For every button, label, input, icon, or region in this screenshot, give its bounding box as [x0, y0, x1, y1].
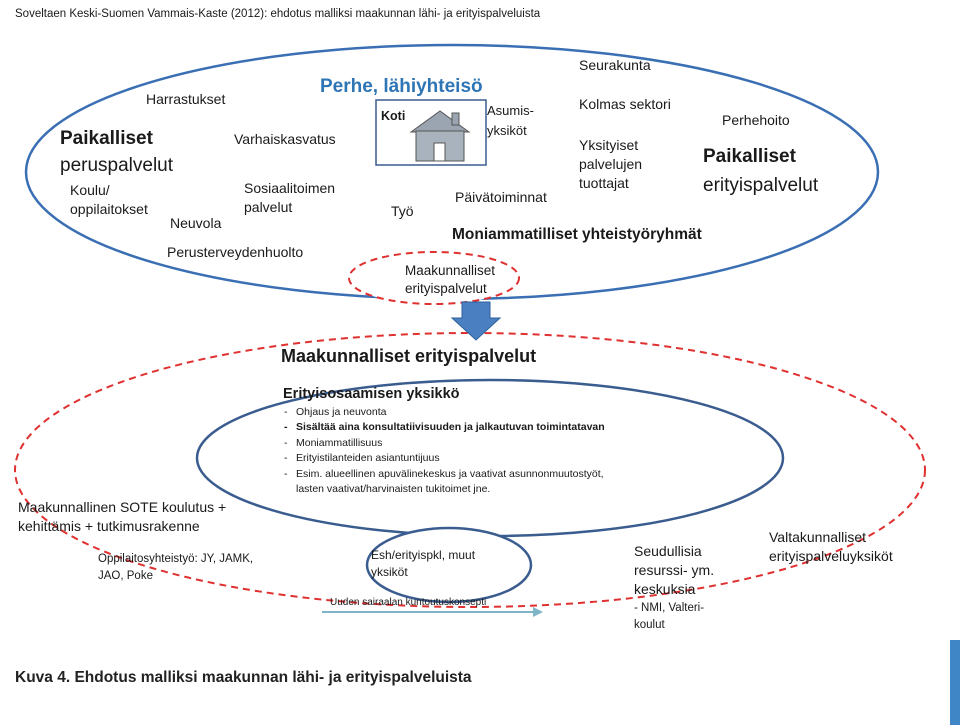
paivatoiminnat-label: Päivätoiminnat — [455, 189, 547, 205]
sote-label-1: Maakunnallinen SOTE koulutus + — [18, 499, 227, 515]
private-providers-label-2: palvelujen — [579, 156, 643, 172]
home-box — [375, 99, 487, 166]
list-item: -Ohjaus ja neuvonta — [284, 406, 387, 418]
list-item-continuation: lasten vaativat/harvinaisten tukitoimet … — [296, 483, 491, 496]
expertise-unit-list: -Ohjaus ja neuvonta -Sisältää aina konsu… — [284, 405, 605, 497]
esh-ellipse — [365, 526, 533, 604]
tyo-label: Työ — [391, 203, 414, 219]
social-services-label-2: palvelut — [244, 199, 293, 215]
school-cooperation-label-2: JAO, Poke — [98, 570, 153, 582]
private-providers-label-1: Yksityiset — [579, 137, 639, 153]
neuvola-label: Neuvola — [170, 215, 222, 231]
provincial-services-ellipse — [14, 332, 926, 608]
expertise-unit-title: Erityisosaamisen yksikkö — [283, 386, 460, 402]
edge-bar — [950, 640, 960, 725]
house-icon — [409, 110, 471, 162]
koulu-label: Koulu/ — [70, 182, 110, 198]
national-units-label-2: erityispalveluyksiköt — [769, 548, 893, 564]
national-units-label-1: Valtakunnalliset — [769, 529, 867, 545]
kolmas-sektori-label: Kolmas sektori — [579, 96, 671, 112]
harrastukset-label: Harrastukset — [146, 91, 226, 107]
home-label: Koti — [381, 109, 406, 123]
basic-services-label: peruspalvelut — [60, 155, 174, 176]
list-item: -Moniammatillisuus — [284, 436, 383, 449]
regional-centres-label-2: resurssi- ym. — [634, 562, 715, 578]
regional-centres-label-1: Seudullisia — [634, 543, 702, 559]
multiprofessional-groups-label: Moniammatilliset yhteistyöryhmät — [452, 226, 702, 243]
provincial-small-label-1: Maakunnalliset — [405, 263, 496, 278]
oppilaitokset-label: oppilaitokset — [70, 201, 148, 217]
perusterveydenhuolto-label: Perusterveydenhuolto — [167, 244, 304, 260]
varhaiskasvatus-label: Varhaiskasvatus — [234, 131, 336, 147]
esh-label-1: Esh/erityispkl, muut — [371, 548, 476, 562]
list-item: -Esim. alueellinen apuvälinekeskus ja va… — [284, 467, 604, 480]
local-right-title: Paikalliset — [703, 146, 796, 167]
down-arrow-icon — [450, 301, 502, 341]
regional-centres-label-4: - NMI, Valteri- — [634, 602, 705, 614]
regional-centres-label-5: koulut — [634, 619, 665, 631]
asumis-label: Asumis- — [487, 103, 534, 118]
local-left-title: Paikalliset — [60, 128, 153, 149]
figure-caption: Kuva 4. Ehdotus malliksi maakunnan lähi-… — [15, 669, 472, 686]
yksikot-label: yksiköt — [487, 123, 527, 138]
rehab-concept-label: Uuden sairaalan kuntoutuskonsepti — [330, 597, 487, 608]
list-item: -Sisältää aina konsultatiivisuuden ja ja… — [284, 421, 605, 434]
family-community-title: Perhe, lähiyhteisö — [320, 76, 483, 97]
provincial-services-title: Maakunnalliset erityispalvelut — [281, 346, 537, 366]
provincial-small-ellipse — [348, 251, 520, 305]
sote-label-2: kehittämis + tutkimusrakenne — [18, 518, 200, 534]
provincial-small-label-2: erityispalvelut — [405, 281, 487, 296]
teal-arrowhead-icon — [533, 607, 543, 617]
source-note: Soveltaen Keski-Suomen Vammais-Kaste (20… — [15, 8, 541, 20]
special-services-label: erityispalvelut — [703, 175, 819, 196]
private-providers-label-3: tuottajat — [579, 175, 629, 191]
list-item: -Erityistilanteiden asiantuntijuus — [284, 452, 440, 465]
esh-label-2: yksiköt — [371, 565, 408, 579]
school-cooperation-label-1: Oppilaitosyhteistyö: JY, JAMK, — [98, 553, 254, 565]
social-services-label: Sosiaalitoimen — [244, 180, 336, 196]
perhehoito-label: Perhehoito — [722, 112, 790, 128]
regional-centres-label-3: keskuksia — [634, 581, 696, 597]
seurakunta-label: Seurakunta — [579, 57, 651, 73]
